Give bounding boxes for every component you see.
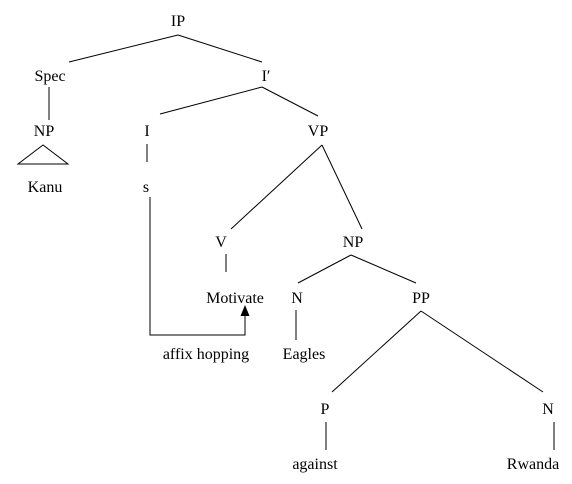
edge-vp-np bbox=[321, 144, 363, 230]
edge-ibar-i bbox=[159, 86, 263, 115]
tree-edges bbox=[48, 34, 555, 450]
leaf-motivate: Motivate bbox=[206, 290, 264, 307]
leaf-against: against bbox=[292, 456, 338, 473]
edge-vp-v bbox=[230, 144, 323, 230]
node-vp: VP bbox=[308, 123, 329, 140]
movement-path bbox=[149, 197, 246, 336]
leaf-rwanda: Rwanda bbox=[507, 456, 559, 473]
node-spec: Spec bbox=[34, 68, 65, 85]
edge-ip-ibar bbox=[177, 34, 263, 63]
node-pp: PP bbox=[412, 290, 430, 307]
node-p: P bbox=[321, 401, 330, 418]
leaf-kanu: Kanu bbox=[28, 179, 63, 196]
node-n-rwanda: N bbox=[542, 401, 554, 418]
affix-hopping-arrow bbox=[149, 197, 250, 336]
edge-pp-p bbox=[331, 310, 422, 393]
arrowhead-icon bbox=[240, 305, 250, 316]
edge-np-n bbox=[297, 254, 352, 284]
node-n-eagles: N bbox=[291, 290, 303, 307]
leaf-s: s bbox=[143, 179, 149, 196]
np-triangle bbox=[16, 144, 70, 165]
node-np-subject: NP bbox=[34, 123, 55, 140]
node-v: V bbox=[215, 234, 227, 251]
annotation-affix-hopping: affix hopping bbox=[163, 346, 249, 363]
node-ip: IP bbox=[171, 13, 185, 30]
node-i-bar: I′ bbox=[262, 68, 271, 85]
node-np-object: NP bbox=[343, 234, 364, 251]
edge-pp-n bbox=[420, 310, 544, 393]
leaf-eagles: Eagles bbox=[283, 346, 326, 363]
edge-ip-spec bbox=[68, 34, 179, 63]
edge-np-pp bbox=[350, 254, 417, 284]
tree-labels: IP Spec I′ NP I VP Kanu s V NP Motivate … bbox=[28, 13, 560, 473]
edge-ibar-vp bbox=[261, 86, 319, 117]
node-i: I bbox=[144, 123, 149, 140]
